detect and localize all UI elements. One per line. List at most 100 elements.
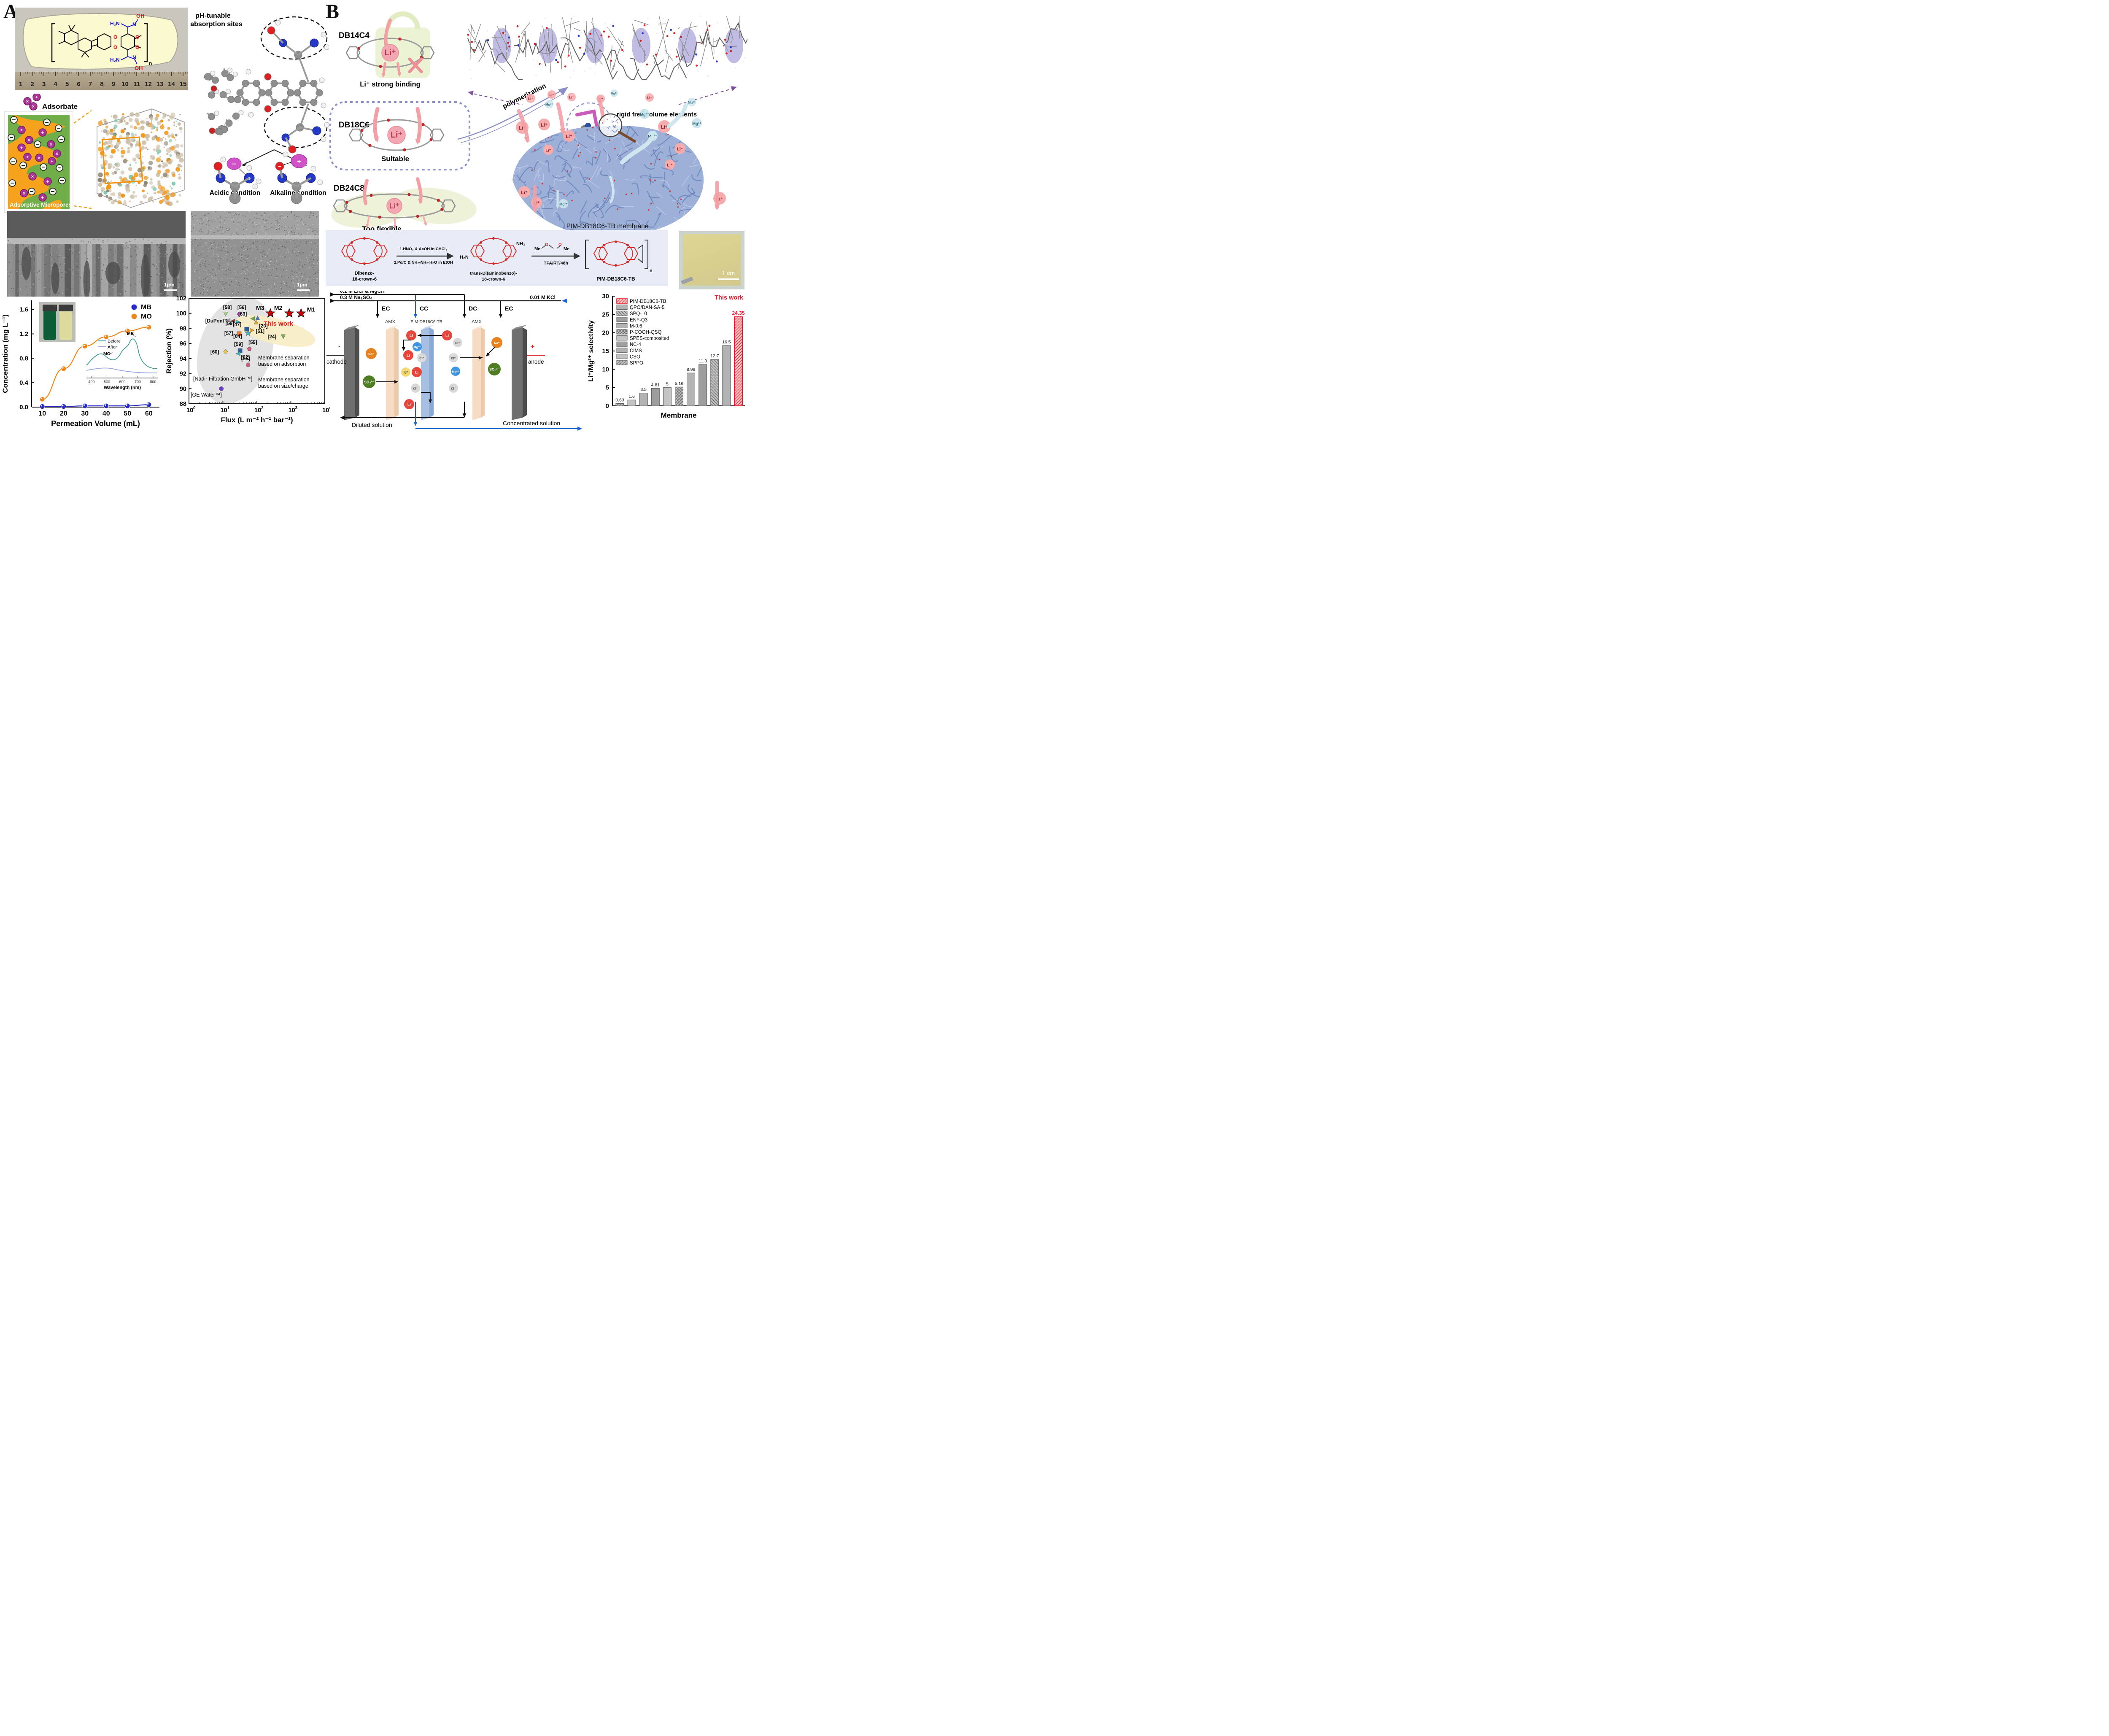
svg-text:Cl⁻: Cl⁻ (451, 387, 456, 391)
svg-text:Li⁺: Li⁺ (667, 163, 672, 167)
sem-scalebar (164, 289, 177, 291)
svg-text:−: − (232, 161, 236, 168)
membrane-photo-a: n O O O O H₂N N OH H₂N N OH (15, 8, 193, 90)
svg-text:0.3 M Na₂SO₄: 0.3 M Na₂SO₄ (340, 294, 372, 300)
svg-text:92: 92 (180, 371, 186, 378)
ph-tunable-region: pH-tunable absorption sites Acidic condi… (190, 12, 329, 204)
svg-text:PIM-DB18C6-TB: PIM-DB18C6-TB (630, 299, 666, 304)
svg-text:EC: EC (382, 305, 390, 312)
svg-text:Li⁺: Li⁺ (569, 96, 574, 100)
svg-text:After: After (108, 345, 117, 350)
svg-text:4: 4 (329, 406, 330, 410)
h2n-label: H₂N (110, 57, 120, 63)
svg-text:90: 90 (180, 386, 186, 392)
svg-text:SO₄²⁻: SO₄²⁻ (364, 380, 374, 384)
svg-text:12.7: 12.7 (710, 354, 719, 359)
svg-text:2: 2 (30, 81, 34, 88)
svg-text:MB: MB (141, 304, 151, 311)
svg-text:[57]: [57] (224, 331, 233, 336)
svg-text:P-COOH-QSQ: P-COOH-QSQ (630, 330, 661, 335)
svg-text:×: × (26, 99, 29, 104)
svg-text:Mg²⁺: Mg²⁺ (413, 346, 421, 349)
svg-text:+: + (46, 179, 49, 184)
svg-text:Cl⁻: Cl⁻ (413, 387, 418, 391)
reactant-name-2: 18-crown-6 (352, 277, 377, 282)
svg-text:Li⁺/Mg²⁺ selectivity: Li⁺/Mg²⁺ selectivity (588, 320, 595, 382)
oxygen-label: O (113, 34, 117, 40)
svg-text:[59]: [59] (234, 342, 243, 347)
site-ellipse-top (260, 16, 328, 60)
oh-label: OH (135, 65, 143, 71)
svg-text:+: + (41, 195, 44, 200)
svg-text:[58]: [58] (223, 305, 232, 310)
svg-text:M-0.6: M-0.6 (630, 324, 642, 329)
svg-text:MO: MO (141, 313, 152, 320)
product-name: PIM-DB18C6-TB (596, 276, 635, 282)
svg-text:×: × (38, 156, 40, 161)
svg-text:Cl⁻: Cl⁻ (455, 341, 460, 345)
svg-text:MB: MB (127, 331, 134, 336)
svg-text:2: 2 (261, 406, 264, 410)
svg-text:+: + (41, 130, 44, 135)
me-label: Me (534, 247, 540, 251)
svg-text:Li: Li (410, 334, 413, 338)
micropore-channel (8, 115, 65, 209)
svg-text:Cl⁻: Cl⁻ (451, 356, 456, 360)
db18c6-caption: Suitable (381, 155, 409, 163)
svg-text:ENF-Q3: ENF-Q3 (630, 318, 647, 323)
svg-text:0.01 M KCl: 0.01 M KCl (530, 294, 556, 300)
svg-text:0.8: 0.8 (19, 355, 28, 362)
svg-text:MO: MO (103, 351, 111, 356)
svg-text:Membrane: Membrane (661, 411, 696, 419)
svg-text:[59]: [59] (225, 321, 234, 326)
svg-text:×: × (50, 142, 52, 147)
svg-text:M1: M1 (307, 306, 316, 313)
step1-conditions-top: 1.HNO₃ & AcOH in CHCl₃ (400, 247, 448, 251)
svg-text:0: 0 (193, 406, 196, 410)
svg-text:Li⁺: Li⁺ (528, 97, 534, 101)
svg-text:700: 700 (135, 380, 141, 384)
repeat-n: n (149, 60, 152, 66)
svg-text:Na⁺: Na⁺ (494, 341, 500, 345)
svg-text:based on size/charge: based on size/charge (258, 383, 308, 389)
svg-text:Permeation Volume (mL): Permeation Volume (mL) (51, 419, 140, 428)
svg-text:M3: M3 (256, 305, 264, 311)
svg-text:12: 12 (145, 81, 152, 88)
svg-text:0.4: 0.4 (19, 379, 29, 386)
reactant-name-1: Dibenzo- (355, 271, 375, 276)
h2n-label: H₂N (460, 255, 469, 260)
svg-text:1.2: 1.2 (19, 331, 28, 338)
svg-text:[60]: [60] (210, 350, 219, 355)
svg-text:Flux (L m⁻² h⁻¹ bar⁻¹): Flux (L m⁻² h⁻¹ bar⁻¹) (221, 416, 293, 424)
svg-text:[56]: [56] (237, 305, 246, 310)
svg-text:anode: anode (528, 359, 544, 365)
svg-text:Li: Li (415, 370, 418, 375)
svg-text:Mg²⁺: Mg²⁺ (692, 121, 701, 126)
svg-text:[47]: [47] (233, 322, 242, 327)
svg-text:10: 10 (289, 407, 295, 414)
photo-scale-label: 1 cm (722, 270, 735, 276)
svg-text:Mg²⁺: Mg²⁺ (559, 202, 568, 206)
svg-text:+: + (20, 146, 23, 151)
svg-text:40: 40 (102, 410, 110, 417)
svg-text:1.6: 1.6 (19, 306, 28, 313)
svg-text:This work: This work (715, 294, 744, 301)
svg-text:Li⁺: Li⁺ (545, 148, 551, 152)
svg-text:10: 10 (186, 407, 193, 414)
svg-text:10: 10 (38, 410, 46, 417)
tweezers-icon (681, 277, 693, 284)
oxygen-label: O (113, 44, 117, 50)
svg-text:Li⁺: Li⁺ (647, 96, 652, 100)
diamino-crown-structure (470, 237, 517, 265)
svg-text:This work: This work (264, 320, 294, 327)
svg-text:[63]: [63] (238, 312, 247, 317)
svg-text:3: 3 (42, 81, 46, 88)
svg-text:96: 96 (180, 340, 186, 347)
svg-text:1.6: 1.6 (628, 394, 635, 399)
sem-scalebar (297, 289, 310, 291)
suitable-box (329, 101, 470, 170)
membrane-structure-art: n O O O O H₂N N OH H₂N N OH (22, 13, 178, 71)
svg-text:800: 800 (150, 380, 156, 384)
